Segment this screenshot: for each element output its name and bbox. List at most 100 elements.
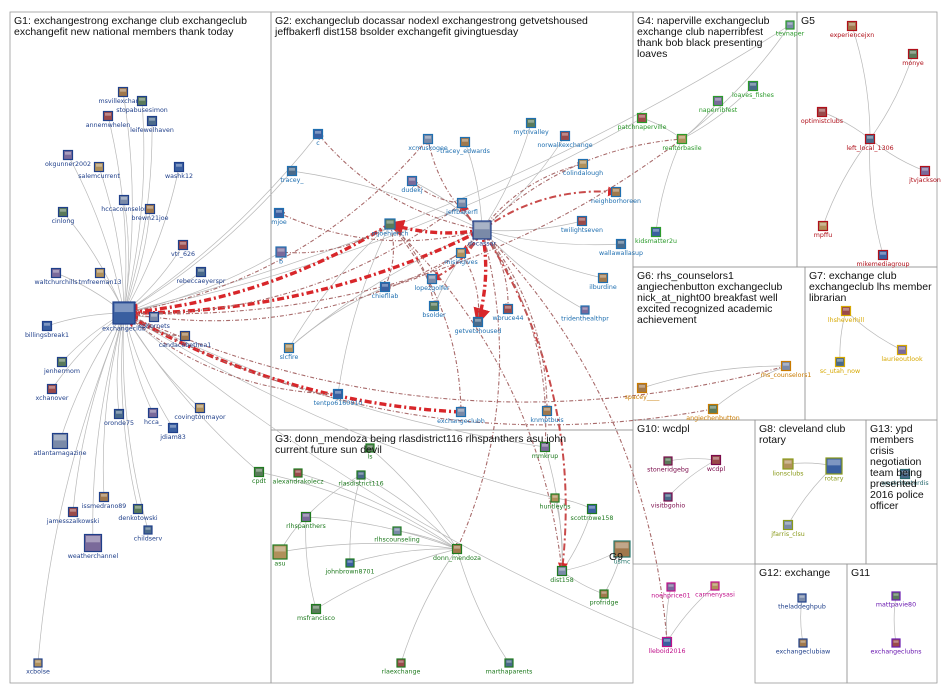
node-mattpavie80[interactable]: mattpavie80 <box>876 591 916 609</box>
node-left-local-1306[interactable]: left_local_1306 <box>846 133 894 153</box>
node-profridge[interactable]: profridge <box>590 589 619 607</box>
node-candacebethea1[interactable]: candacebethea1 <box>159 330 212 350</box>
node-rhs-counselors1[interactable]: rhs_counselors1 <box>761 360 812 380</box>
node-experiencejxn[interactable]: experiencejxn <box>830 20 874 40</box>
node-hcca[interactable]: hcca_ <box>144 407 163 427</box>
node-spacey[interactable]: spacey____ <box>625 382 661 402</box>
node-tracey[interactable]: tracey_ <box>280 165 304 185</box>
node-exchangeclubh[interactable]: exchangeclubh <box>437 406 485 426</box>
node-rlasdistrict116[interactable]: rlasdistrict116 <box>338 470 384 488</box>
node-c[interactable]: c <box>312 128 324 148</box>
node-ephornets[interactable]: ephornets <box>138 311 170 331</box>
node-mpffu[interactable]: mpffu <box>814 220 832 240</box>
node-scottrowe158[interactable]: scottrowe158 <box>571 503 614 523</box>
node-msvillexchange[interactable]: msvillexchange <box>99 86 148 106</box>
node-getvetshoused[interactable]: getvetshoused <box>455 316 502 336</box>
node-mytrivalley[interactable]: mytrivalley <box>513 117 549 137</box>
node-wcdpl[interactable]: wcdpl <box>707 454 726 474</box>
node-chiefllab[interactable]: chiefllab <box>372 281 399 301</box>
node-jeffbakerfl[interactable]: jeffbakerfl <box>445 197 478 217</box>
node-marthaparents[interactable]: marthaparents <box>486 658 533 676</box>
node-kidsmatter2u[interactable]: kidsmatter2u <box>635 226 677 246</box>
node-patchnaperville[interactable]: patchnaperville <box>618 112 667 132</box>
node-dist158[interactable]: dist158 <box>550 565 574 585</box>
node-atlantamagazine[interactable]: atlantamagazine <box>33 432 87 458</box>
node-jamesszalkowski[interactable]: jamesszalkowski <box>46 506 99 526</box>
node-childserv[interactable]: childserv <box>134 525 163 543</box>
node-optimistclubs[interactable]: optimistclubs <box>801 106 843 126</box>
node-hccacounselor[interactable]: hccacounselor <box>101 194 147 214</box>
node-tridenthealthpr[interactable]: tridenthealthpr <box>561 305 609 323</box>
node-mmkrup[interactable]: mmkrup <box>532 441 559 461</box>
node-denkotowski[interactable]: denkotowski <box>118 503 158 523</box>
node-washk12[interactable]: washk12 <box>165 161 193 181</box>
node-alexandrakolecz[interactable]: alexandrakolecz <box>272 468 324 486</box>
node-norwalkexchange[interactable]: norwalkexchange <box>537 130 593 150</box>
node-xchanover[interactable]: xchanover <box>36 383 69 403</box>
node-lopezgolfer[interactable]: lopezgolfer <box>414 273 450 293</box>
node-exchangeclubns[interactable]: exchangeclubns <box>870 638 922 656</box>
node-exchangeclubiaw[interactable]: exchangeclubiaw <box>776 638 831 656</box>
node-visitbgohio[interactable]: visitbgohio <box>651 492 686 510</box>
node-ilburdine[interactable]: ilburdine <box>589 272 617 292</box>
node-stoneridgebg[interactable]: stoneridgebg <box>647 456 689 474</box>
node-covingtonmayor[interactable]: covingtonmayor <box>174 402 226 422</box>
node-laurieoutlook[interactable]: laurieoutlook <box>881 344 923 364</box>
node-angiechenbutton[interactable]: angiechenbutton <box>686 403 740 423</box>
node-twilightseven[interactable]: twilightseven <box>561 215 603 235</box>
node-wallawallasup[interactable]: wallawallasup <box>599 238 643 258</box>
node-docassar[interactable]: docassar <box>468 220 497 248</box>
node-brewn21joe[interactable]: brewn21joe <box>132 203 169 223</box>
node-ls[interactable]: ls <box>365 443 375 461</box>
node-salemcurrent[interactable]: salemcurrent <box>78 161 120 181</box>
node-jfarris-clsu[interactable]: jfarris_clsu <box>770 519 805 539</box>
node-rebeccaeyerspr[interactable]: rebeccaeyerspr <box>177 266 226 286</box>
node-weatherchannel[interactable]: weatherchannel <box>68 533 119 561</box>
node-wbruce44[interactable]: wbruce44 <box>492 303 524 323</box>
node-asu[interactable]: asu <box>272 544 288 568</box>
node-jtvjackson[interactable]: jtvjackson <box>908 165 941 185</box>
node-rlaexchange[interactable]: rlaexchange <box>382 658 421 676</box>
node-loaves-fishes[interactable]: loaves_fishes <box>732 80 774 100</box>
node-mjoehlerich[interactable]: mjoehlerich <box>371 218 409 238</box>
node-okgunner2002[interactable]: okgunner2002 <box>45 149 91 169</box>
node-tmfreeman13[interactable]: tmfreeman13 <box>78 267 122 287</box>
node-jdiam83[interactable]: jdiam83 <box>159 422 186 442</box>
node-lionsclubs[interactable]: lionsclubs <box>772 458 804 478</box>
node-naperribfest[interactable]: naperribfest <box>699 95 738 115</box>
node-theladdeghpub[interactable]: theladdeghpub <box>778 593 826 611</box>
node-billingsbreak1[interactable]: billingsbreak1 <box>25 320 69 340</box>
node-donn-mendoza[interactable]: donn_mendoza <box>433 543 481 563</box>
node-johnbrown8701[interactable]: johnbrown8701 <box>324 558 375 576</box>
node-westchesterdis[interactable]: westchesterdis <box>881 468 929 488</box>
node-waltchurchills[interactable]: waltchurchills <box>34 267 78 287</box>
node-exchangeclub[interactable]: exchangeclub <box>102 301 146 333</box>
node-noehprice01[interactable]: noehprice01 <box>651 582 691 600</box>
node-slcfire[interactable]: slcfire <box>280 342 299 362</box>
node-stopabusesimon[interactable]: stopabusesimon <box>116 95 168 115</box>
node-misinglves[interactable]: misinglves <box>444 247 478 267</box>
node-mjoe[interactable]: mjoe <box>271 207 287 227</box>
node-mikemediagroup[interactable]: mikemediagroup <box>856 249 910 269</box>
node-xcmuskogee[interactable]: xcmuskogee <box>408 133 448 153</box>
node-tentpo6160910[interactable]: tentpo6160910 <box>314 388 363 408</box>
node-issmedrano89[interactable]: issmedrano89 <box>82 491 127 511</box>
node-tevnaper[interactable]: tevnaper <box>776 20 805 38</box>
node-usmc[interactable]: usmc <box>613 540 631 566</box>
node-tracey-edwards[interactable]: tracey_edwards <box>440 136 490 156</box>
node-oronde75[interactable]: oronde75 <box>104 408 134 428</box>
node-neighborhoreen[interactable]: neighborhoreen <box>591 186 641 206</box>
node-lleboid2016[interactable]: lleboid2016 <box>649 636 686 656</box>
node-rlhscounseling[interactable]: rlhscounseling <box>374 526 420 544</box>
node-sc-utah-now[interactable]: sc_utah_now <box>820 356 860 376</box>
node-colindalough[interactable]: colindalough <box>563 158 603 178</box>
node-cpdt[interactable]: cpdt <box>252 466 266 486</box>
node-annemwhelen[interactable]: annemwhelen <box>86 110 130 130</box>
node-rotary[interactable]: rotary <box>825 457 844 483</box>
node-jenhermom[interactable]: jenhermom <box>43 356 80 376</box>
node-lhsheverhill[interactable]: lhsheverhill <box>828 305 864 325</box>
node-vtr-626[interactable]: vtr_626 <box>171 239 195 259</box>
node-huntleyhs[interactable]: huntleyhs <box>539 493 571 511</box>
node-carmenysasi[interactable]: carmenysasi <box>695 581 735 599</box>
node-cinlong[interactable]: cinlong <box>52 206 75 226</box>
